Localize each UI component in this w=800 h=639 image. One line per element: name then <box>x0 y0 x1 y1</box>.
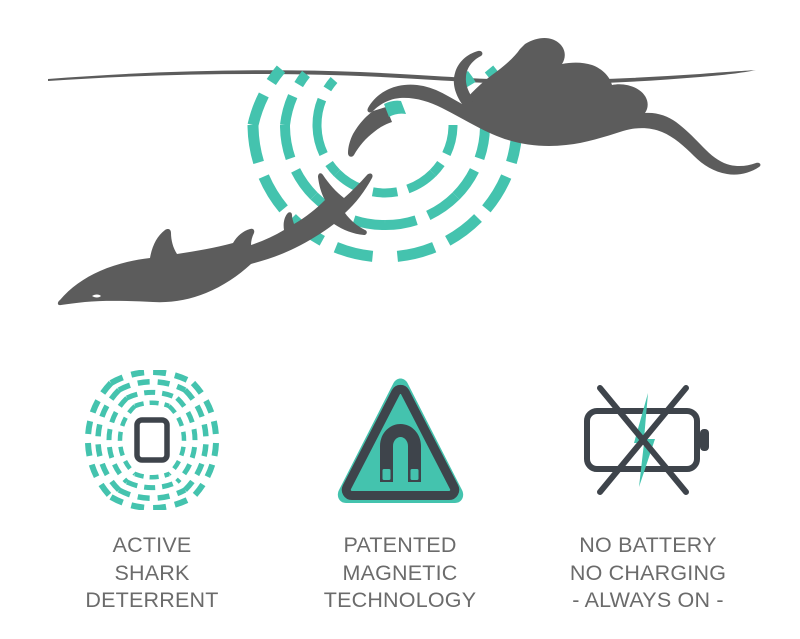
water-surface-line <box>48 70 756 85</box>
caption-line-1: NO BATTERY <box>579 533 717 557</box>
battery-terminal <box>700 429 709 451</box>
magnet-warning-triangle-icon <box>325 370 475 510</box>
caption-line-3: - ALWAYS ON - <box>572 588 724 613</box>
warning-triangle-shape <box>337 378 464 503</box>
waves-emitting-device-icon <box>77 370 227 510</box>
caption-line-1: ACTIVE <box>112 533 192 557</box>
ankle-band-device <box>384 100 406 117</box>
shark-deterrent-scene <box>48 38 761 306</box>
warning-triangle-border <box>341 384 460 500</box>
feature-row: ACTIVE SHARK DETERRENT <box>0 370 800 639</box>
shark-silhouette <box>57 173 373 306</box>
feature-caption: ACTIVE SHARK DETERRENT <box>85 532 218 615</box>
caption-line-3: DETERRENT <box>85 588 219 613</box>
feature-caption: PATENTED MAGNETIC TECHNOLOGY <box>324 532 477 615</box>
feature-caption: NO BATTERY NO CHARGING - ALWAYS ON - <box>570 532 726 615</box>
swimmer-silhouette <box>348 38 761 175</box>
caption-line-2: MAGNETIC <box>342 560 458 585</box>
feature-active-shark-deterrent: ACTIVE SHARK DETERRENT <box>34 370 270 615</box>
horseshoe-magnet <box>380 424 421 482</box>
cross-out-mark <box>597 385 689 495</box>
caption-line-2: SHARK <box>114 560 190 585</box>
caption-line-2: NO CHARGING <box>569 560 727 585</box>
caption-line-3: TECHNOLOGY <box>323 588 477 613</box>
device-square <box>134 417 170 463</box>
feature-no-battery-no-charging: NO BATTERY NO CHARGING - ALWAYS ON - <box>530 370 766 615</box>
no-battery-crossed-out-icon <box>573 370 723 510</box>
caption-line-1: PATENTED <box>343 533 457 557</box>
feature-patented-magnetic-technology: PATENTED MAGNETIC TECHNOLOGY <box>282 370 518 615</box>
